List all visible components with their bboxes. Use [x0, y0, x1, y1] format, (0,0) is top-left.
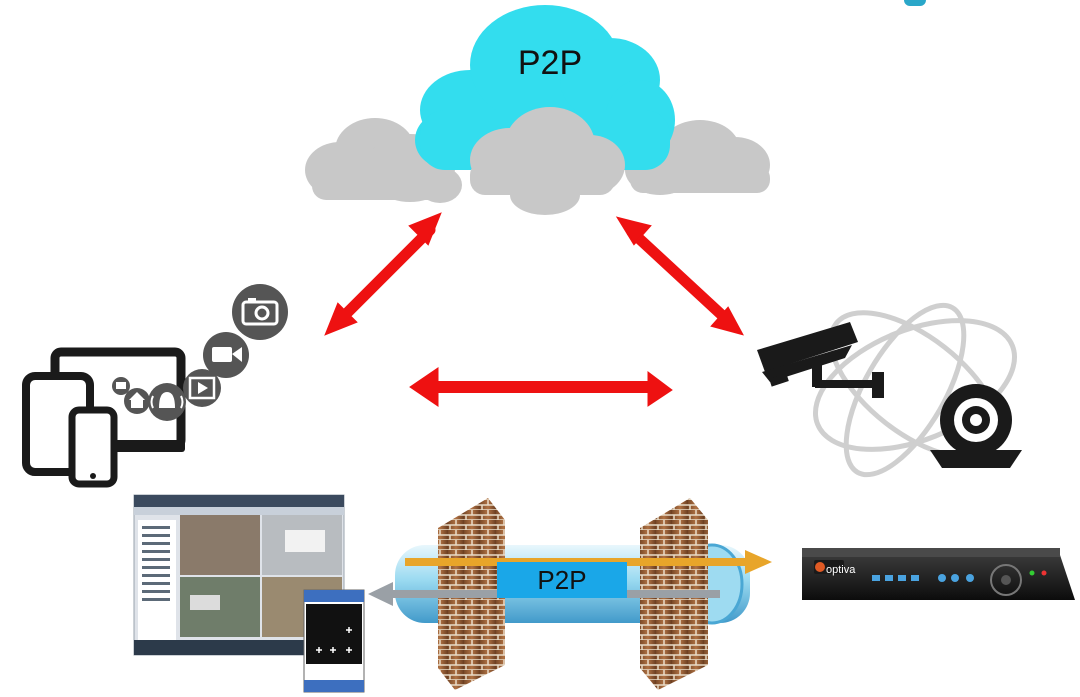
cctv-camera-icon: [757, 322, 884, 398]
tunnel-label-box: [497, 562, 627, 598]
cloud-right: [625, 120, 770, 195]
mobile-app-screenshot: [303, 589, 365, 693]
monitor-icon: [112, 377, 130, 395]
video-camera-icon: [203, 332, 249, 378]
webcam-icon: [930, 384, 1022, 468]
alarm-icon: [148, 383, 186, 421]
dvr-recorder-icon: [802, 548, 1075, 600]
tunnel-p2p-label: P2P: [537, 565, 587, 595]
cloud-center: [470, 107, 625, 215]
arrow-left-diagonal: [324, 212, 442, 336]
arrow-horizontal: [409, 367, 673, 407]
dvr-brand-label: optiva: [826, 564, 856, 576]
phone-icon: [68, 406, 118, 488]
corner-logo-fragment: [904, 0, 926, 6]
home-icon: [124, 388, 150, 414]
cloud-p2p-label: P2P: [517, 44, 583, 82]
arrow-right-diagonal: [615, 216, 744, 336]
play-icon: [183, 369, 221, 407]
camera-photo-icon: [232, 284, 288, 340]
